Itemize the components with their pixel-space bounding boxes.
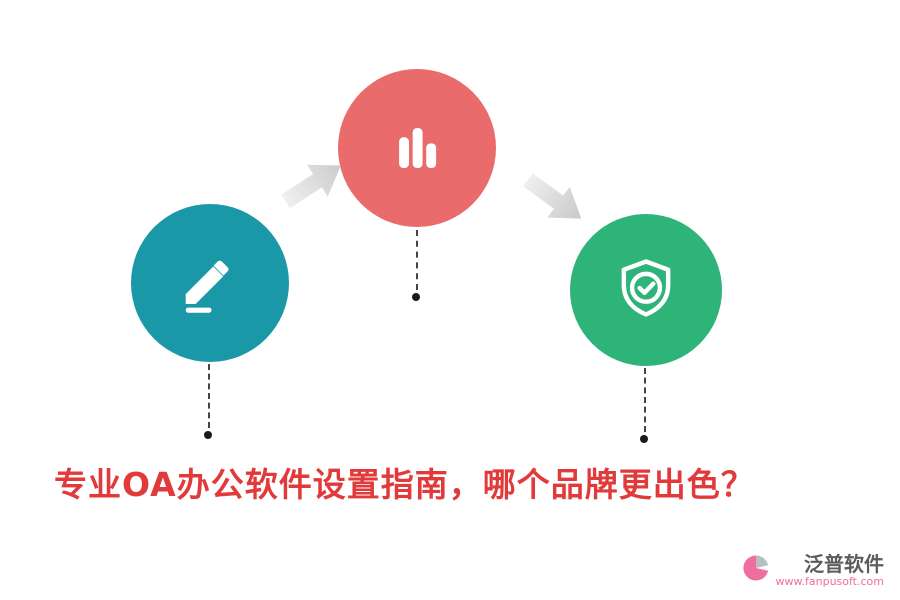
step-circle-stats — [338, 69, 496, 227]
line-end-dot — [204, 431, 212, 439]
dashed-line-step2 — [416, 230, 418, 290]
shield-check-icon — [608, 252, 684, 328]
brand-url: www.fanpusoft.com — [775, 575, 884, 588]
line-end-dot — [412, 293, 420, 301]
arrow-step1-to-step2 — [272, 143, 359, 225]
dashed-line-step3 — [644, 368, 646, 432]
brand-name: 泛普软件 — [804, 552, 884, 576]
step-circle-secure — [570, 214, 722, 366]
step-circle-write — [131, 204, 289, 362]
brand-watermark: 泛普软件 www.fanpusoft.com — [741, 553, 884, 588]
pencil-icon — [174, 247, 246, 319]
fanpu-logo-icon — [741, 553, 771, 587]
dashed-line-step1 — [208, 364, 210, 428]
line-end-dot — [640, 435, 648, 443]
headline-text: 专业OA办公软件设置指南，哪个品牌更出色？ — [54, 465, 755, 504]
arrow-step2-to-step3 — [511, 160, 598, 243]
bar-chart-icon — [380, 111, 454, 185]
